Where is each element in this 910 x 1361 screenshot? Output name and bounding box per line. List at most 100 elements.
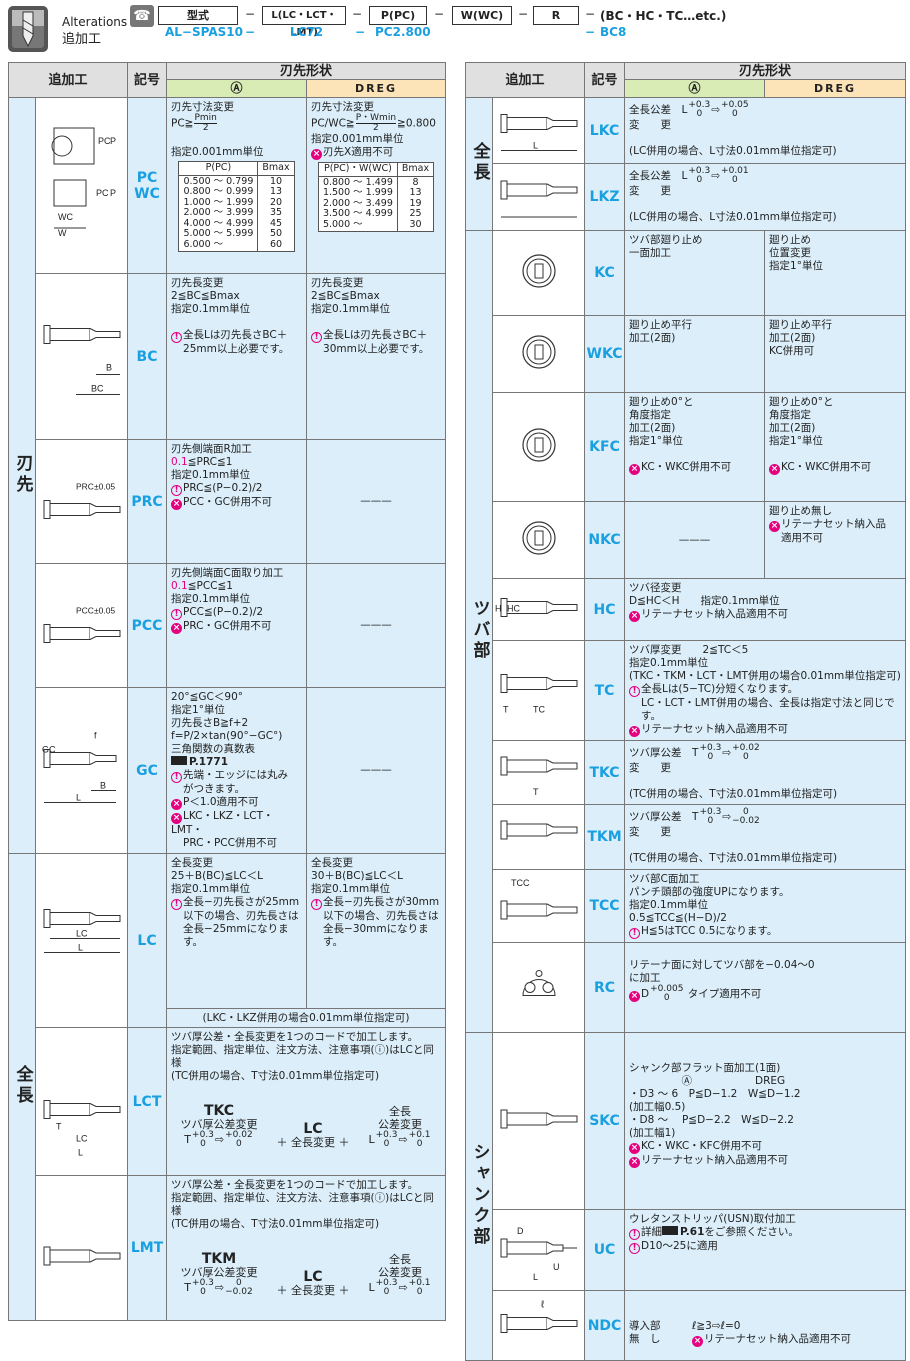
text-line: 全長変更 bbox=[311, 857, 354, 869]
bmax-table-cell: 45 bbox=[269, 217, 283, 229]
text-line: Ⓐ DREG bbox=[629, 1075, 786, 1087]
diagram-cell: PCC±0.05 bbox=[34, 563, 129, 688]
symbol-tkm: TKM bbox=[584, 804, 626, 870]
text-line: 刃先長さB≧f+2 bbox=[171, 717, 249, 729]
bmax-table-cell: 30 bbox=[409, 218, 422, 230]
tolerance-upper: +0.05 bbox=[721, 100, 749, 110]
bmax-table-cell: 1.500 ～ 1.999 bbox=[322, 187, 393, 198]
diagram-cell: L bbox=[491, 97, 586, 164]
code-box-length: L(LC・LCT・LMT) bbox=[262, 6, 346, 38]
diagram-cell: T bbox=[491, 740, 586, 805]
tolerance-lower: 0 bbox=[416, 1287, 423, 1297]
text-line: ×LKC・LKZ・LCT・LMT・ bbox=[171, 810, 274, 836]
svg-text:PC: PC bbox=[96, 188, 109, 198]
text-line: !先端・エッジには丸み bbox=[171, 769, 302, 783]
bmax-table-cell: 25 bbox=[409, 208, 422, 219]
text-line: 加工(2面) bbox=[769, 332, 816, 344]
note-icon: ! bbox=[629, 1229, 641, 1240]
symbol-code: KC bbox=[594, 265, 615, 281]
process-diagram bbox=[522, 521, 556, 555]
diagram-cell bbox=[491, 501, 586, 579]
text-line: 指定1°単位 bbox=[629, 435, 683, 447]
text-line: PRC・PCC併用不可 bbox=[183, 837, 277, 849]
drill-logo-icon bbox=[8, 6, 48, 52]
prohibited-icon: × bbox=[629, 991, 641, 1002]
text-line: 20°≦GC＜90° bbox=[171, 691, 244, 703]
prohibited-icon: × bbox=[629, 726, 641, 737]
code-box-r: R bbox=[533, 6, 579, 25]
text-line: (TC併用の場合、T寸法0.01mm単位指定可) bbox=[171, 1070, 380, 1082]
column-header-process: 追加工 bbox=[7, 62, 129, 98]
phone-icon: ☎ bbox=[130, 5, 154, 27]
text-line: 位置変更 bbox=[769, 247, 812, 259]
svg-text:T: T bbox=[56, 1122, 62, 1132]
svg-text:L: L bbox=[78, 943, 83, 953]
text-line: ×リテーナセット納入品 bbox=[769, 518, 887, 532]
bmax-table-cell: 60 bbox=[269, 238, 283, 250]
text-line: 2≦BC≦Bmax bbox=[311, 290, 380, 302]
process-diagram: TCC bbox=[500, 878, 578, 920]
bmax-table-header: P(PC)・W(WC) bbox=[317, 162, 398, 177]
symbol-code: LKZ bbox=[589, 189, 620, 205]
text-line: 0.1≦PRC≦1 bbox=[171, 456, 233, 468]
group-label: 全長 bbox=[8, 853, 36, 1321]
text-line: !D10～25に適用 bbox=[629, 1240, 901, 1254]
svg-text:PC: PC bbox=[98, 136, 111, 146]
separator: − bbox=[434, 7, 445, 21]
diagram-cell bbox=[491, 942, 586, 1033]
page-reference: P.61 bbox=[662, 1226, 704, 1238]
text-line: 廻り止め0°と bbox=[769, 396, 834, 408]
symbol-lct: LCT bbox=[127, 1027, 168, 1176]
tolerance-lower: 0 bbox=[696, 175, 703, 185]
code-box-w: W(WC) bbox=[452, 6, 512, 25]
text-line bbox=[629, 448, 760, 461]
tolerance-upper: +0.01 bbox=[721, 166, 749, 176]
symbol-code: KFC bbox=[589, 439, 620, 455]
table-row-footnote: (LKC・LKZ併用の場合0.01mm単位指定可) bbox=[9, 1008, 447, 1028]
svg-text:L: L bbox=[78, 1148, 83, 1158]
description-a: ツバ部廻り止め一面加工 bbox=[624, 230, 766, 316]
table-row: NKC———廻り止め無し×リテーナセット納入品適用不可 bbox=[466, 501, 907, 579]
text-line: (TC併用の場合、T寸法0.01mm単位指定可) bbox=[171, 1218, 380, 1230]
tolerance-upper: +0.3 bbox=[699, 807, 722, 817]
text-line: 導入部 ℓ≧3⇨ℓ=0 bbox=[629, 1320, 741, 1332]
text-line: 指定範囲、指定単位、注文方法、注意事項(ⓘ)はLCと同様 bbox=[171, 1044, 434, 1069]
tolerance-upper: Pmin bbox=[194, 113, 217, 124]
symbol-code: PRC bbox=[131, 493, 163, 510]
symbol-code: SKC bbox=[589, 1113, 620, 1129]
tolerance-lower: 0 bbox=[731, 175, 738, 185]
text-line: リテーナ面に対してツバ部を−0.04～0 bbox=[629, 959, 815, 971]
title-en: Alterations bbox=[62, 15, 128, 29]
separator: − bbox=[245, 25, 256, 39]
text-line: 廻り止め0°と bbox=[629, 396, 694, 408]
text-line: ×KC・WKC併用不可 bbox=[629, 461, 732, 475]
text-line: ツバ部C面加工 bbox=[629, 873, 700, 885]
text-line: 以下の場合、刃先長さは bbox=[323, 910, 439, 922]
tolerance-lower: 0 bbox=[663, 993, 670, 1003]
tolerance-lower: 0 bbox=[696, 109, 703, 119]
text-line: (TC併用の場合、T寸法0.01mm単位指定可) bbox=[629, 788, 838, 800]
svg-text:f: f bbox=[94, 731, 97, 741]
text-line bbox=[769, 448, 901, 461]
bmax-table-cell: 2.000 ～ 3.999 bbox=[183, 207, 254, 218]
tolerance-lower: 0 bbox=[707, 752, 714, 762]
svg-text:L: L bbox=[533, 1272, 538, 1282]
